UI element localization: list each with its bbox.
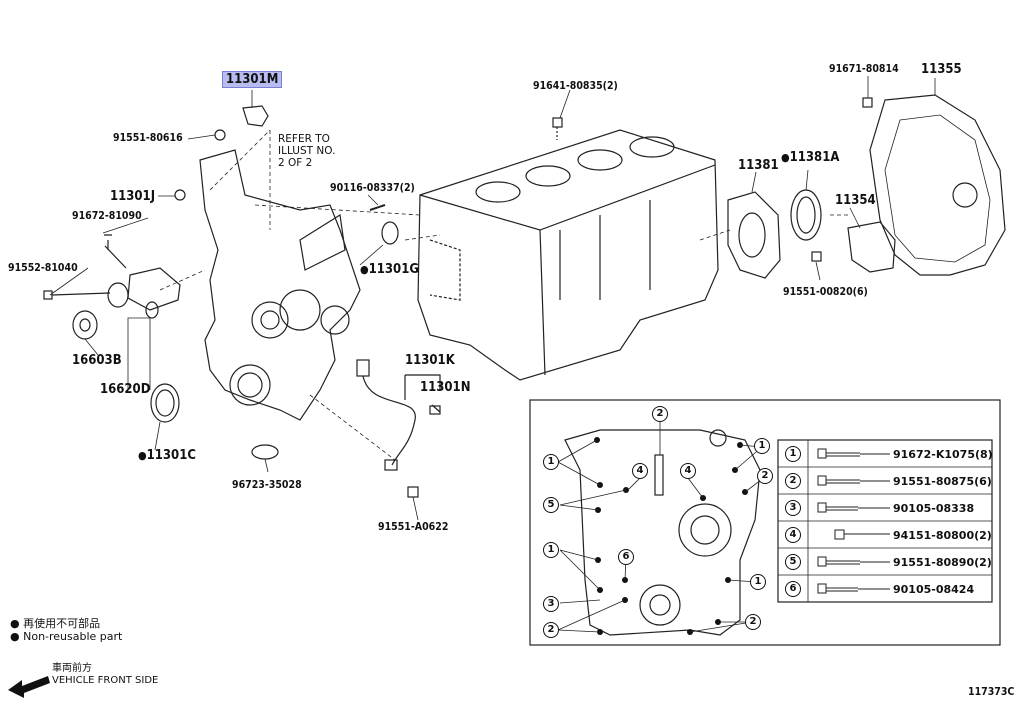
inset-callout-6: 6 — [618, 549, 634, 565]
inset-bolt-layout — [529, 399, 1001, 646]
part-label-91671-80814: 91671-80814 — [829, 63, 899, 75]
table-bolt-icons — [817, 448, 890, 594]
table-part-6: 90105-08424 — [893, 583, 975, 596]
reference-code: 117373C — [968, 686, 1015, 698]
plate-11354 — [847, 221, 896, 273]
part-label-11301C: ●11301C — [138, 448, 196, 463]
engine-block — [417, 129, 719, 381]
part-label-91672-81090: 91672-81090 — [72, 210, 142, 222]
rear-seal-retainer-11381 — [727, 191, 781, 279]
inset-callout-1-b: 1 — [754, 438, 770, 454]
end-plate-11355 — [869, 94, 1006, 276]
part-label-11381A: ●11381A — [781, 150, 840, 165]
table-num-5: 5 — [785, 554, 801, 570]
vehicle-front-jp: 車両前方 — [52, 663, 92, 674]
timing-chain-cover — [199, 149, 361, 421]
table-part-4: 94151-80800(2) — [893, 529, 992, 542]
table-num-2: 2 — [785, 473, 801, 489]
inset-callout-2-d: 2 — [745, 614, 761, 630]
gasket-11301G — [381, 221, 399, 245]
inset-callout-4-a: 4 — [632, 463, 648, 479]
part-label-11301M: 11301M — [222, 71, 283, 88]
part-label-11301J: 11301J — [110, 189, 156, 204]
table-part-1: 91672-K1075(8) — [893, 448, 993, 461]
part-label-11355: 11355 — [921, 62, 962, 77]
part-label-91551-A0622: 91551-A0622 — [378, 521, 449, 533]
inset-callout-1-a: 1 — [543, 454, 559, 470]
inset-callout-1-d: 1 — [750, 574, 766, 590]
inset-callout-2-b: 2 — [757, 468, 773, 484]
part-label-16620D: 16620D — [100, 382, 151, 397]
table-num-6: 6 — [785, 581, 801, 597]
part-label-91551-00820: 91551-00820(6) — [783, 286, 868, 298]
table-part-5: 91551-80890(2) — [893, 556, 992, 569]
part-label-11381: 11381 — [738, 158, 779, 173]
legend-en: ● Non-reusable part — [10, 630, 123, 643]
vehicle-front-en: VEHICLE FRONT SIDE — [52, 675, 159, 686]
tensioner-assembly — [43, 245, 181, 340]
part-label-11301K: 11301K — [405, 353, 455, 368]
table-num-3: 3 — [785, 500, 801, 516]
part-label-11354: 11354 — [835, 193, 876, 208]
inset-callout-4-b: 4 — [680, 463, 696, 479]
inset-callout-5: 5 — [543, 497, 559, 513]
sensor-11301M — [242, 105, 269, 127]
table-num-4: 4 — [785, 527, 801, 543]
table-num-1: 1 — [785, 446, 801, 462]
inset-callout-3: 3 — [543, 596, 559, 612]
part-label-91641-80835: 91641-80835(2) — [533, 80, 618, 92]
part-label-16603B: 16603B — [72, 353, 122, 368]
part-label-91552-81040: 91552-81040 — [8, 262, 78, 274]
vehicle-front-arrow-icon — [8, 676, 50, 698]
inset-callout-1-c: 1 — [543, 542, 559, 558]
table-part-2: 91551-80875(6) — [893, 475, 992, 488]
refer-note: REFER TO ILLUST NO. 2 OF 2 — [278, 133, 336, 170]
o-ring-96723 — [251, 444, 279, 460]
part-label-96723-35028: 96723-35028 — [232, 479, 302, 491]
table-part-3: 90105-08338 — [893, 502, 975, 515]
part-label-11301N: 11301N — [420, 380, 471, 395]
part-label-11301G: ●11301G — [360, 262, 419, 277]
part-label-91551-80616: 91551-80616 — [113, 132, 183, 144]
inset-callout-2-top: 2 — [652, 406, 668, 422]
legend-jp: ● 再使用不可部品 — [10, 617, 101, 630]
oil-seal-11301C — [150, 383, 180, 423]
inset-callout-2-c: 2 — [543, 622, 559, 638]
part-label-90116-08337: 90116-08337(2) — [330, 182, 415, 194]
